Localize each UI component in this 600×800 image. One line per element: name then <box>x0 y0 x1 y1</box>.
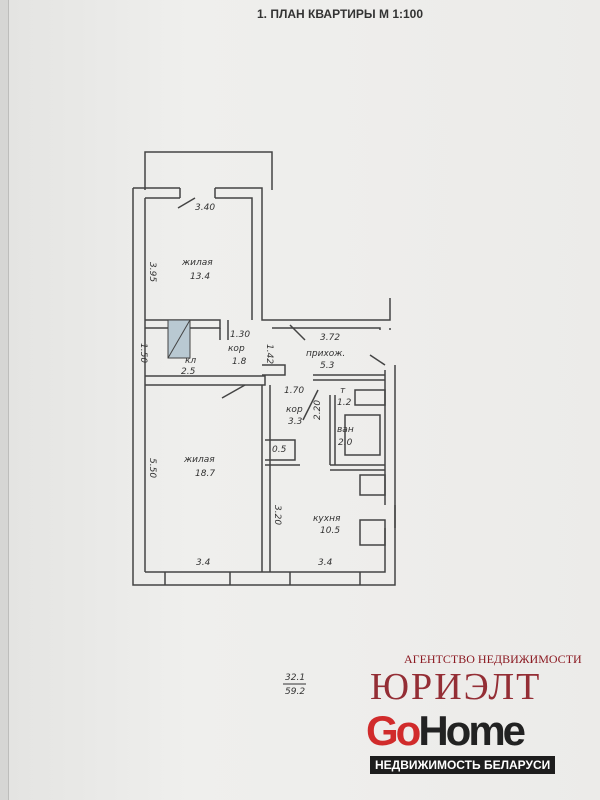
label-hall: прихож. <box>306 349 345 359</box>
living-area-total: 32.1 <box>285 673 305 683</box>
label-bath: ван <box>337 425 354 435</box>
area-bath: 2.0 <box>338 438 353 448</box>
walls <box>132 151 396 586</box>
label-corridor2: кор <box>286 405 303 415</box>
brand-logo: GoHome <box>366 707 526 754</box>
brand-tagline: НЕДВИЖИМОСТЬ БЕЛАРУСИ <box>370 756 556 774</box>
brand-home: Home <box>418 707 526 754</box>
area-hall: 5.3 <box>320 361 335 371</box>
area-living2: 18.7 <box>195 469 215 479</box>
stove <box>359 474 386 546</box>
label-living2: жилая <box>183 455 215 465</box>
outer-wall <box>132 187 396 586</box>
dim-living2-width: 3.4 <box>196 558 211 568</box>
label-living1: жилая <box>181 258 213 268</box>
dim-living1-width: 3.40 <box>195 203 215 213</box>
watermark-logo: АГЕНТСТВО НЕДВИЖИМОСТИ ЮРИЭЛТ GoHome НЕД… <box>366 652 595 792</box>
agency-label: АГЕНТСТВО НЕДВИЖИМОСТИ <box>404 652 582 666</box>
dim-corridor2-b: 2.20 <box>313 400 323 420</box>
label-toilet: т <box>340 386 346 396</box>
paper-sheet <box>8 0 600 800</box>
label-kitchen: кухня <box>313 514 341 524</box>
dim-hall: 3.72 <box>320 333 340 343</box>
area-living1: 13.4 <box>190 272 210 282</box>
dim-corridor1-b: 1.42 <box>264 344 274 364</box>
label-closet: кл <box>185 356 196 366</box>
dim-closet: 1.50 <box>138 343 148 363</box>
brand-go: Go <box>366 707 421 754</box>
inner-wall-line <box>144 197 386 573</box>
area-kitchen: 10.5 <box>320 526 340 536</box>
page-edge <box>0 0 9 800</box>
dim-corridor1-a: 1.30 <box>230 330 250 340</box>
area-toilet: 1.2 <box>337 398 352 408</box>
agency-name: ЮРИЭЛТ <box>370 666 542 708</box>
area-corridor2: 3.3 <box>288 417 303 427</box>
dim-kitchen-width: 3.4 <box>318 558 333 568</box>
dim-living1-length: 3.95 <box>147 262 157 282</box>
bath-fixtures <box>344 389 386 456</box>
dim-living2-length: 5.50 <box>147 458 157 478</box>
balcony <box>144 151 273 190</box>
area-niche: 0.5 <box>272 445 287 455</box>
area-closet: 2.5 <box>181 367 196 377</box>
area-corridor1: 1.8 <box>232 357 247 367</box>
label-corridor1: кор <box>228 344 245 354</box>
total-area: 59.2 <box>285 687 305 697</box>
dim-corridor2-a: 1.70 <box>284 386 304 396</box>
plan-title: 1. ПЛАН КВАРТИРЫ М 1:100 <box>256 7 424 21</box>
dim-kitchen-length: 3.20 <box>272 505 282 525</box>
